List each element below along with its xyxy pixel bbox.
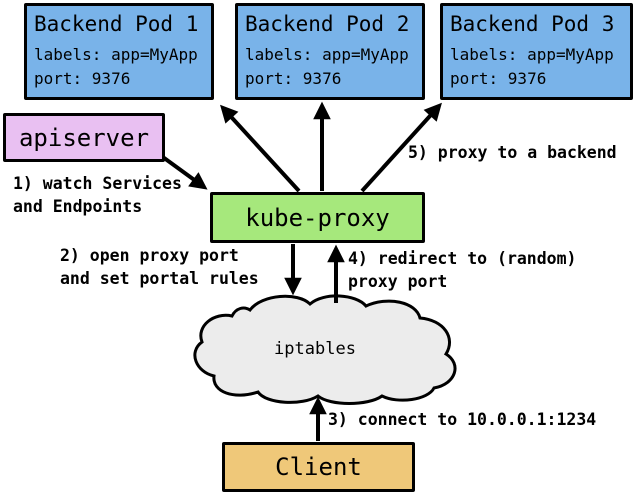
backend-pod-3-title: Backend Pod 3 bbox=[450, 12, 615, 36]
step-2-open-proxy-port-label: 2) open proxy port and set portal rules bbox=[60, 246, 259, 288]
backend-pod-1-labels: labels: app=MyApp bbox=[34, 45, 198, 64]
arrow-kube-proxy-to-pod-3 bbox=[360, 102, 442, 193]
iptables-label: iptables bbox=[274, 339, 356, 359]
apiserver-label: apiserver bbox=[18, 123, 150, 152]
backend-pod-1-port: port: 9376 bbox=[34, 69, 131, 88]
step-5-proxy-backend-label: 5) proxy to a backend bbox=[408, 143, 617, 162]
step-4-redirect-label: 4) redirect to (random) proxy port bbox=[348, 249, 577, 291]
backend-pod-1-node: Backend Pod 1 labels: app=MyApp port: 93… bbox=[24, 3, 214, 100]
step-3-connect-label: 3) connect to 10.0.0.1:1234 bbox=[328, 410, 597, 429]
backend-pod-3-node: Backend Pod 3 labels: app=MyApp port: 93… bbox=[440, 3, 633, 100]
arrow-kube-proxy-to-pod-1 bbox=[220, 104, 301, 193]
kube-proxy-label: kube-proxy bbox=[245, 203, 390, 232]
step-1-watch-services-label: 1) watch Services and Endpoints bbox=[13, 174, 182, 216]
backend-pod-2-title: Backend Pod 2 bbox=[245, 12, 410, 36]
client-label: Client bbox=[275, 453, 362, 481]
arrow-apiserver-to-kube-proxy bbox=[158, 153, 208, 190]
backend-pod-2-port: port: 9376 bbox=[245, 69, 342, 88]
kube-proxy-node: kube-proxy bbox=[210, 192, 425, 243]
backend-pod-2-node: Backend Pod 2 labels: app=MyApp port: 93… bbox=[235, 3, 425, 100]
apiserver-node: apiserver bbox=[3, 113, 165, 162]
backend-pod-1-title: Backend Pod 1 bbox=[34, 12, 199, 36]
backend-pod-2-labels: labels: app=MyApp bbox=[245, 45, 409, 64]
iptables-cloud-shape bbox=[193, 294, 457, 405]
backend-pod-3-labels: labels: app=MyApp bbox=[450, 45, 614, 64]
backend-pod-3-port: port: 9376 bbox=[450, 69, 547, 88]
client-node: Client bbox=[222, 442, 415, 492]
